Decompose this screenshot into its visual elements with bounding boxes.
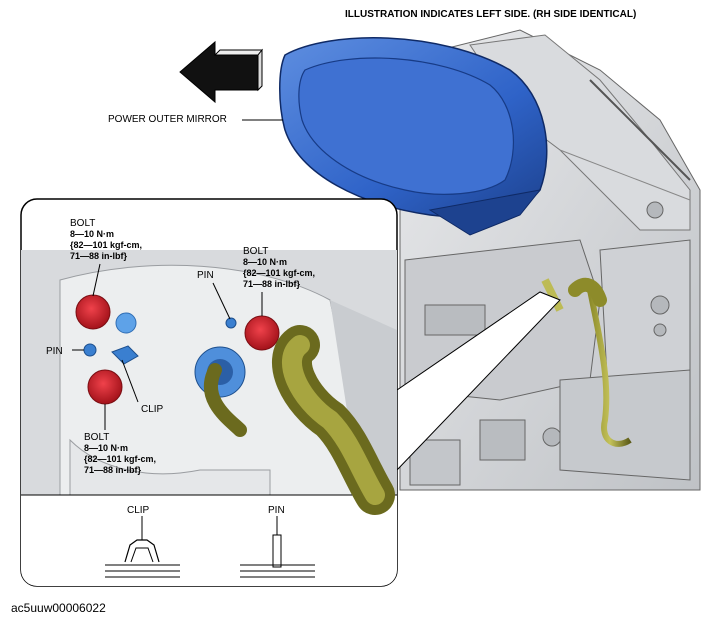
bolt-torque-nm: 8—10 N·m (84, 443, 129, 453)
power-outer-mirror (279, 37, 548, 236)
bolt-label: BOLT (84, 432, 110, 443)
bolt-label: BOLT (70, 218, 96, 229)
pin-detail-label: PIN (268, 505, 285, 516)
detail-inset (20, 198, 398, 587)
bolt-torque-inlbf: 71—88 in-lbf} (70, 251, 128, 261)
pin-label-left: PIN (46, 346, 63, 357)
bolt-torque-nm: 8—10 N·m (243, 257, 288, 267)
pin-label-upper: PIN (197, 270, 214, 281)
clip-label: CLIP (141, 404, 164, 415)
bolt-callout-upper-left: BOLT 8—10 N·m {82—101 kgf-cm, 71—88 in-l… (70, 218, 150, 262)
clip-detail (105, 516, 180, 578)
bolt-torque-kgf: {82—101 kgf-cm, (243, 268, 316, 278)
bolt-callout-right: BOLT 8—10 N·m {82—101 kgf-cm, 71—88 in-l… (243, 246, 323, 290)
pin-left (83, 343, 97, 357)
bolt-torque-kgf: {82—101 kgf-cm, (70, 240, 143, 250)
bolt-label: BOLT (243, 246, 269, 257)
pin-hole (115, 312, 137, 334)
bolt-torque-inlbf: 71—88 in-lbf} (243, 279, 301, 289)
bolt-upper-left (75, 294, 111, 330)
bolt-right (244, 315, 280, 351)
clip-part (111, 345, 139, 365)
bolt-lower-left (87, 369, 123, 405)
pin-detail (240, 516, 315, 578)
figure-id: ac5uuw00006022 (11, 601, 106, 615)
front-direction-arrow (179, 40, 264, 104)
bolt-torque-inlbf: 71—88 in-lbf} (84, 465, 142, 475)
mirror-label: POWER OUTER MIRROR (108, 114, 227, 125)
clip-detail-label: CLIP (127, 505, 150, 516)
bolt-callout-lower-left: BOLT 8—10 N·m {82—101 kgf-cm, 71—88 in-l… (84, 432, 164, 476)
bolt-torque-kgf: {82—101 kgf-cm, (84, 454, 157, 464)
illustration-note: ILLUSTRATION INDICATES LEFT SIDE. (RH SI… (345, 9, 637, 20)
bolt-torque-nm: 8—10 N·m (70, 229, 115, 239)
pin-upper (225, 317, 237, 329)
